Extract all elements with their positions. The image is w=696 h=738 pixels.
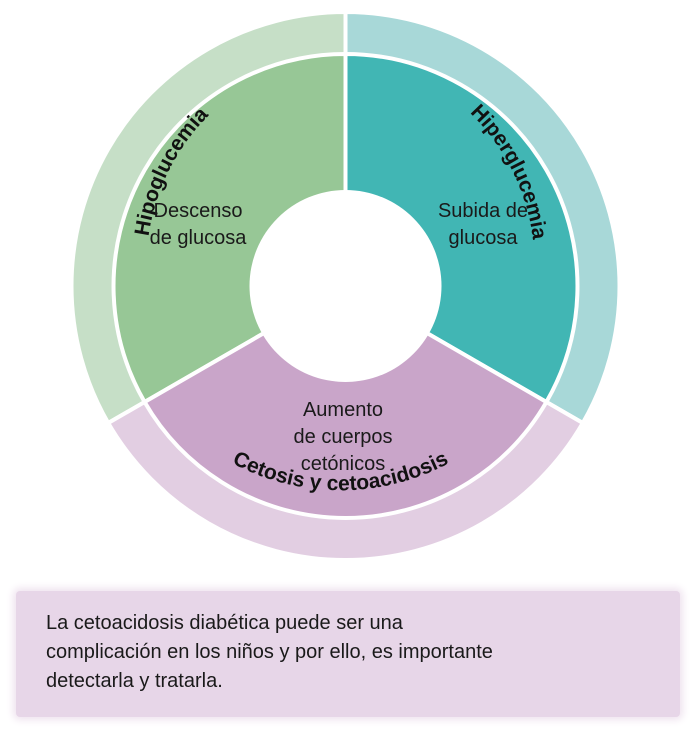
note-text: La cetoacidosis diabética puede ser una …	[46, 609, 666, 696]
keto-inner-label-line1: Aumento	[303, 399, 383, 421]
keto-inner-label-line2: de cuerpos	[294, 426, 393, 448]
note-line-3: detectarla y tratarla.	[46, 670, 223, 692]
cycle-diagram: Hipoglucemia Hiperglucemia Cetosis y cet…	[71, 12, 620, 561]
note-line-1: La cetoacidosis diabética puede ser una	[46, 612, 403, 634]
center-hole	[249, 190, 442, 382]
keto-inner-label-line3: cetónicos	[301, 453, 386, 475]
note-line-2: complicación en los niños y por ello, es…	[46, 641, 493, 663]
note-box: La cetoacidosis diabética puede ser una …	[16, 591, 680, 717]
hyper-inner-label-line2: glucosa	[449, 227, 519, 249]
hypo-inner-label-line1: Descenso	[154, 200, 243, 222]
hypo-inner-label-line2: de glucosa	[150, 227, 248, 249]
keto-inner-segment	[141, 283, 550, 520]
hyper-inner-label-line1: Subida de	[438, 200, 528, 222]
